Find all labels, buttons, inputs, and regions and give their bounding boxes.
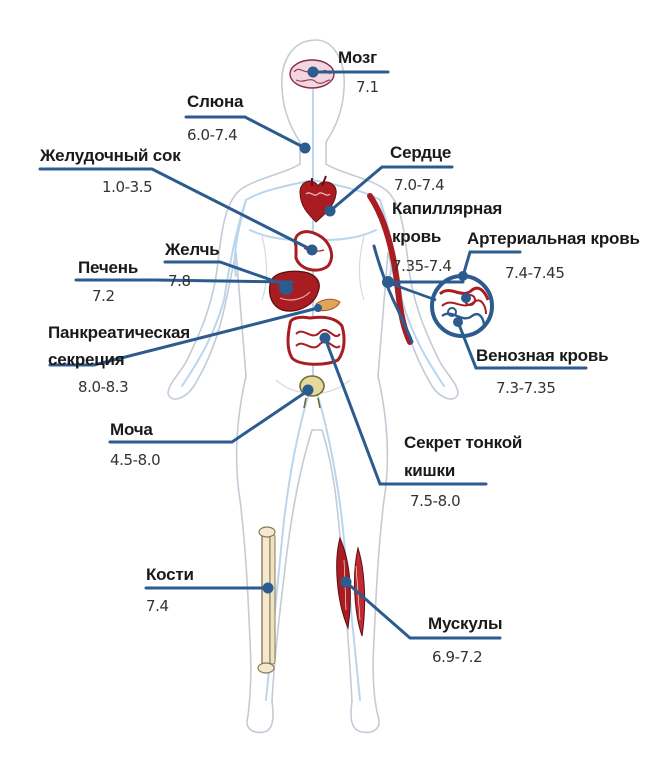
- marker-venous: [453, 317, 463, 327]
- label-muscles-name: Мускулы: [428, 614, 503, 633]
- leader-lines: [38, 70, 588, 640]
- label-capillary-name-2: кровь: [392, 227, 442, 246]
- heart-icon: [299, 175, 337, 223]
- label-intestine-name-1: Секрет тонкой: [404, 433, 523, 452]
- label-pancreatic-name-1: Панкреатическая: [48, 323, 190, 342]
- label-gastric-value: 1.0-3.5: [102, 178, 153, 196]
- leader-bile: [163, 260, 293, 289]
- label-intestine-value: 7.5-8.0: [410, 492, 461, 510]
- label-brain-value: 7.1: [356, 78, 379, 96]
- label-venous-value: 7.3-7.35: [496, 379, 556, 397]
- leader-muscles: [344, 580, 502, 640]
- label-heart-name: Сердце: [390, 143, 452, 162]
- marker-bladder: [302, 384, 314, 396]
- marker-bones: [262, 582, 274, 594]
- label-capillary-value: 7.35-7.4: [392, 257, 452, 275]
- arm-vein: [372, 244, 414, 344]
- label-liver-name: Печень: [78, 258, 139, 277]
- leader-arterial: [461, 250, 522, 278]
- label-saliva-name: Слюна: [187, 92, 244, 111]
- label-bile-value: 7.8: [168, 272, 191, 290]
- label-arterial-value: 7.4-7.45: [505, 264, 565, 282]
- label-bones-value: 7.4: [146, 597, 169, 615]
- label-venous-name: Венозная кровь: [476, 346, 609, 365]
- label-arterial-name: Артериальная кровь: [467, 229, 640, 248]
- leader-urine: [108, 390, 308, 444]
- leader-saliva: [184, 115, 307, 150]
- marker-pancreas: [314, 304, 322, 312]
- label-pancreatic-value: 8.0-8.3: [78, 378, 129, 396]
- label-gastric-name: Желудочный сок: [40, 146, 181, 165]
- label-pancreatic-name-2: секреция: [48, 350, 125, 369]
- markers: [262, 66, 471, 594]
- capillary-bed-icon: [430, 274, 494, 338]
- marker-intestine: [319, 332, 331, 344]
- bone-icon: [257, 526, 276, 674]
- marker-heart: [324, 205, 336, 217]
- leader-gastric: [38, 167, 314, 252]
- label-liver-value: 7.2: [92, 287, 115, 305]
- label-capillary-name-1: Капиллярная: [392, 199, 503, 218]
- intestine-icon: [286, 315, 346, 366]
- label-urine-name: Моча: [110, 420, 153, 439]
- leader-liver: [74, 278, 294, 284]
- leader-intestine: [323, 336, 488, 486]
- marker-arm: [382, 276, 394, 288]
- label-muscles-value: 6.9-7.2: [432, 648, 483, 666]
- label-saliva-value: 6.0-7.4: [187, 126, 238, 144]
- label-brain-name: Мозг: [338, 48, 378, 67]
- label-intestine-name-2: кишки: [404, 461, 456, 480]
- marker-saliva: [299, 142, 311, 154]
- marker-gastric: [306, 244, 318, 256]
- label-bile-name: Желчь: [165, 240, 220, 259]
- leader-venous: [456, 320, 588, 370]
- leader-pancreatic: [48, 306, 320, 367]
- label-urine-value: 4.5-8.0: [110, 451, 161, 469]
- label-bones-name: Кости: [146, 565, 194, 584]
- marker-liver: [279, 281, 293, 295]
- marker-capillary: [461, 293, 471, 303]
- marker-brain: [307, 66, 319, 78]
- marker-arterial: [458, 271, 468, 281]
- label-heart-value: 7.0-7.4: [394, 176, 445, 194]
- marker-muscles: [340, 576, 352, 588]
- leader-heart: [328, 165, 454, 213]
